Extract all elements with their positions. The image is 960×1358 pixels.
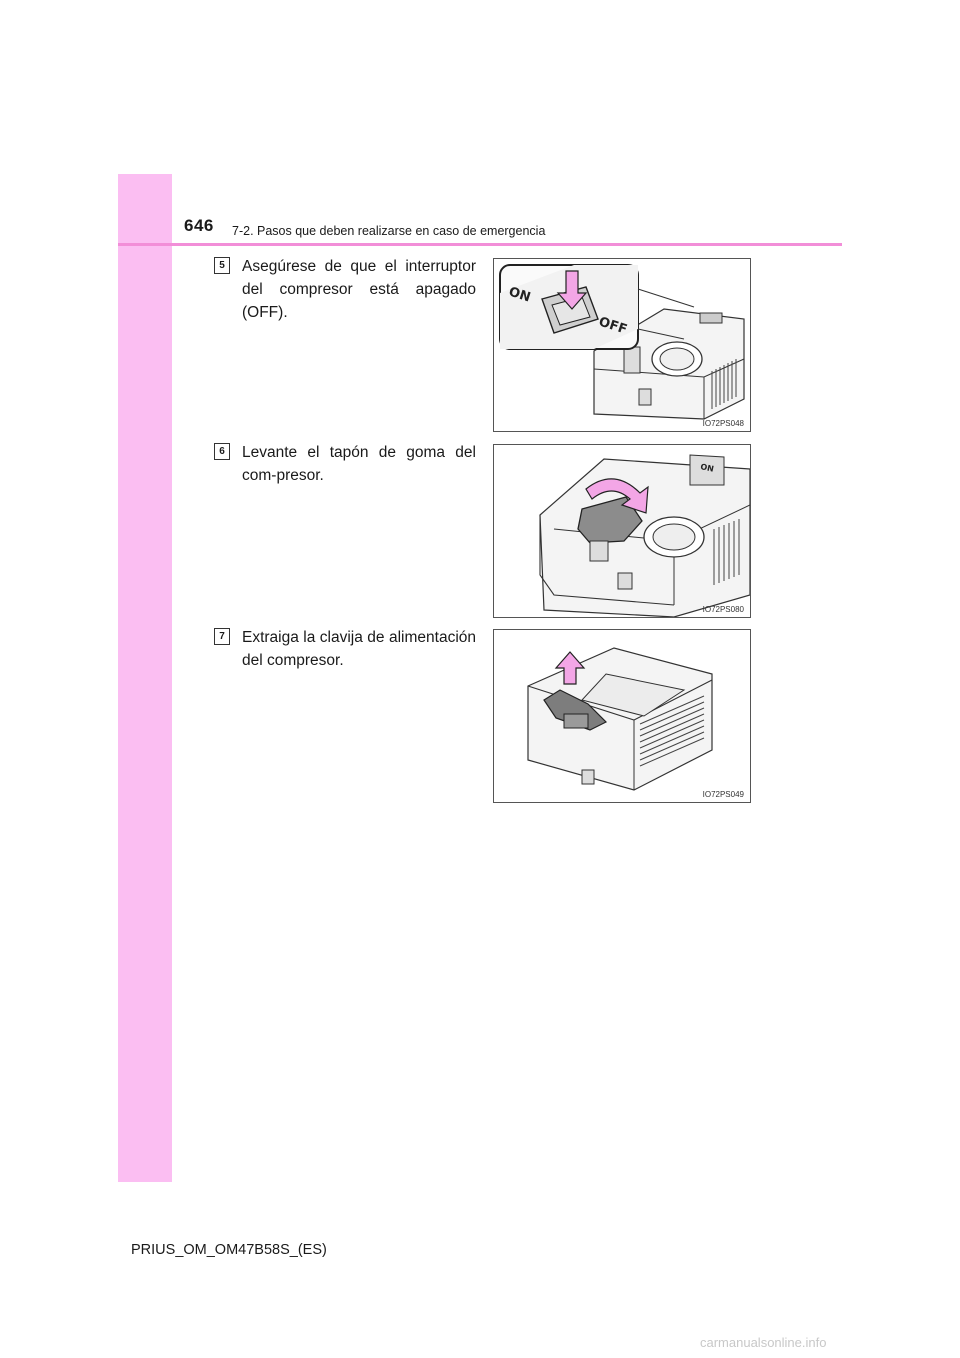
step-5-text: Asegúrese de que el interruptor del comp…: [242, 258, 476, 321]
figure-code: IO72PS080: [702, 605, 744, 614]
figure-rubber-cap-lift: ON IO72PS080: [493, 444, 751, 618]
power-plug-illustration: [527, 647, 713, 791]
figure-code: IO72PS048: [702, 419, 744, 428]
section-title: 7-2. Pasos que deben realizarse en caso …: [232, 224, 546, 238]
side-band: [118, 174, 172, 1182]
rubber-cap-illustration: ON: [539, 454, 750, 617]
compressor-switch-illustration: ON OFF: [499, 264, 745, 420]
switch-on-label: ON: [507, 285, 532, 306]
figure-compressor-switch-off: ON OFF IO72PS048: [493, 258, 751, 432]
step-7-marker: 7: [214, 628, 230, 645]
figure-code: IO72PS049: [702, 790, 744, 799]
header-rule: [118, 243, 842, 246]
step-6-marker: 6: [214, 443, 230, 460]
press-down-arrow-icon: [556, 270, 588, 310]
step-5-marker: 5: [214, 257, 230, 274]
figure-power-plug-removal: IO72PS049: [493, 629, 751, 803]
footer-doc-id: PRIUS_OM_OM47B58S_(ES): [131, 1242, 327, 1258]
switch-on-label: ON: [700, 462, 715, 474]
step-6-text: Levante el tapón de goma del com-presor.: [242, 444, 476, 484]
watermark: carmanualsonline.info: [700, 1335, 827, 1350]
step-7-text: Extraiga la clavija de alimentación del …: [242, 629, 476, 669]
lift-arrow-icon: [585, 478, 649, 514]
page-number: 646: [184, 216, 214, 235]
pull-up-arrow-icon: [554, 651, 586, 685]
